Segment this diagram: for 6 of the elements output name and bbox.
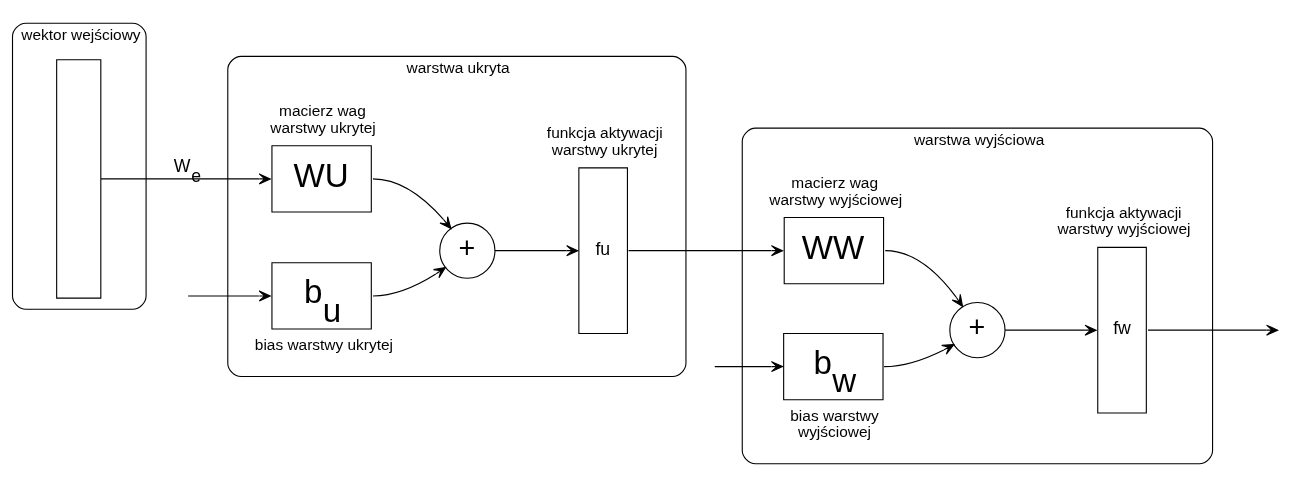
- node-label: macierz wag warstwy ukrytej: [270, 101, 376, 136]
- node-label: bias warstwy wyjściowej: [790, 406, 879, 440]
- node-label: macierz wag warstwy wyjściowej: [769, 173, 903, 208]
- node-label: funkcja aktywacji warstwy wyjściowej: [1057, 203, 1191, 237]
- node-label: bias warstwy ukrytej: [254, 335, 393, 353]
- node-label: funkcja aktywacji warstwy ukrytej: [546, 123, 663, 158]
